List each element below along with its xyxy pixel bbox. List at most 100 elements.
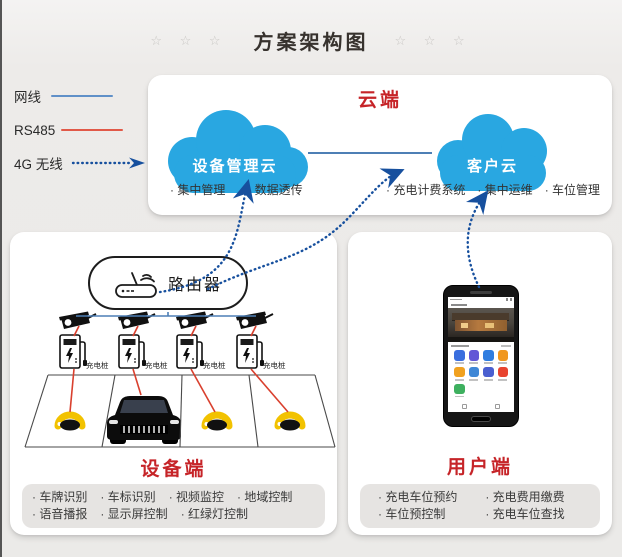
charger-label: 充电桩 — [203, 361, 226, 370]
device-cloud-label: 设备管理云 — [192, 158, 278, 175]
customer-cloud-features: · 充电计费系统 · 集中运维 · 车位管理 — [386, 181, 600, 198]
phone-bottom-nav — [448, 404, 514, 409]
legend-item-ethernet: 网线 — [14, 88, 113, 105]
feature-item: · 地域控制 — [237, 490, 293, 504]
statusbar-text-placeholder — [450, 298, 462, 301]
device-management-cloud: 设备管理云 — [160, 109, 310, 193]
feature-item: · 充电费用缴费 — [485, 490, 565, 504]
parking-lock-icon — [53, 408, 87, 437]
phone-app-grid — [448, 349, 514, 398]
user-features-row-2: · 车位预控制 · 充电车位查找 — [378, 506, 590, 523]
app-icon-orange-2 — [454, 366, 465, 378]
app-cell — [454, 350, 465, 364]
feature-item: · 语音播报 — [32, 507, 88, 521]
user-features-row-1: · 充电车位预约 · 充电费用缴费 — [378, 489, 590, 506]
feature-item: · 车牌识别 — [32, 490, 88, 504]
smartphone-mockup — [443, 285, 519, 427]
page-title: 方案架构图 — [253, 32, 369, 54]
app-label-placeholder — [454, 362, 464, 364]
app-icon-green — [454, 383, 465, 395]
device-cloud-features: · 集中管理 · 数据透传 — [170, 181, 303, 198]
app-icon-red — [497, 366, 508, 378]
charging-station-icon — [118, 332, 148, 375]
page-title-row: ☆ ☆ ☆ 方案架构图 ☆ ☆ ☆ — [0, 26, 622, 55]
feature-item: · 集中运维 — [477, 183, 533, 197]
legend-item-rs485: RS485 — [14, 122, 124, 138]
app-label-placeholder — [469, 362, 479, 364]
router-icon — [115, 272, 157, 298]
screenshot-left-border — [0, 0, 2, 557]
parking-lock-icon — [273, 408, 307, 437]
app-label-placeholder — [454, 395, 464, 398]
user-features-box: · 充电车位预约 · 充电费用缴费 · 车位预控制 · 充电车位查找 — [360, 484, 600, 528]
legend-label-4g: 4G 无线 — [14, 157, 63, 172]
legend-item-4g: 4G 无线 — [14, 155, 147, 172]
app-icon-blue-3 — [468, 366, 479, 378]
phone-app-header — [448, 302, 514, 308]
app-label-placeholder — [498, 362, 508, 364]
feature-item: · 视频监控 — [168, 490, 225, 504]
device-section-panel: 路由器 充电桩 — [10, 232, 337, 535]
charger-label: 充电桩 — [263, 361, 286, 370]
ethernet-line-icon — [51, 95, 113, 97]
rs485-line-icon — [61, 129, 124, 131]
device-section-title: 设备端 — [140, 459, 207, 480]
cloud-icon — [437, 114, 547, 191]
app-cell — [468, 366, 479, 381]
device-features-box: · 车牌识别 · 车标识别 · 视频监控 · 地域控制 · 语音播报 · 显示屏… — [22, 484, 325, 528]
app-cell — [483, 366, 494, 381]
device-wiring-diagram — [24, 312, 336, 448]
nav-home-icon — [462, 404, 467, 409]
nav-profile-icon — [495, 404, 500, 409]
wireless-dotted-arrow-icon — [71, 157, 145, 169]
feature-item: · 显示屏控制 — [100, 507, 168, 521]
feature-item: · 红绿灯控制 — [180, 507, 249, 521]
feature-item: · 集中管理 — [170, 183, 226, 197]
section-more-placeholder — [501, 344, 511, 347]
phone-screen — [448, 297, 514, 412]
device-features-row-1: · 车牌识别 · 车标识别 · 视频监控 · 地域控制 — [32, 489, 315, 506]
section-text-placeholder — [451, 344, 469, 347]
feature-item: · 车标识别 — [100, 490, 156, 504]
phone-statusbar — [448, 297, 514, 302]
app-cell — [468, 350, 479, 364]
legend-label-rs485: RS485 — [14, 122, 56, 138]
app-label-placeholder — [483, 378, 493, 381]
parking-lock-icon — [200, 408, 234, 437]
phone-banner-photo — [448, 308, 514, 342]
charger-label: 充电桩 — [86, 361, 109, 370]
app-cell — [483, 350, 494, 364]
customer-cloud: 客户云 — [430, 113, 555, 191]
charging-station-icon — [236, 332, 266, 375]
phone-speaker — [470, 291, 492, 294]
phone-section-row — [448, 342, 514, 349]
customer-cloud-label: 客户云 — [466, 158, 518, 175]
app-icon-orange-1 — [497, 350, 508, 361]
feature-item: · 充电车位查找 — [485, 507, 565, 521]
cloud-section-title: 云端 — [357, 90, 402, 111]
charger-label: 充电桩 — [145, 361, 168, 370]
phone-home-button — [471, 416, 491, 422]
feature-item: · 车位预控制 — [378, 507, 446, 521]
legend-label-ethernet: 网线 — [14, 90, 41, 105]
app-icon-purple — [468, 350, 479, 361]
app-cell — [454, 366, 465, 381]
feature-item: · 充电计费系统 — [386, 183, 466, 197]
cloud-connect-line — [308, 152, 432, 154]
header-text-placeholder — [451, 304, 467, 306]
charging-station-icon — [176, 332, 206, 375]
app-icon-indigo — [483, 366, 494, 378]
app-icon-blue-1 — [454, 350, 465, 361]
user-section-title: 用户端 — [446, 457, 513, 478]
app-label-placeholder — [454, 378, 464, 381]
title-stars-right-icon: ☆ ☆ ☆ — [394, 32, 472, 48]
charging-station-icon — [59, 332, 89, 375]
user-section-panel: 用户端 · 充电车位预约 · 充电费用缴费 · 车位预控制 · 充电车位查找 — [348, 232, 612, 535]
router-label: 路由器 — [167, 277, 222, 294]
feature-item: · 充电车位预约 — [378, 490, 458, 504]
feature-item: · 数据透传 — [247, 183, 303, 197]
app-icon-blue-2 — [483, 350, 494, 361]
app-label-placeholder — [483, 362, 493, 364]
app-cell — [454, 383, 465, 398]
